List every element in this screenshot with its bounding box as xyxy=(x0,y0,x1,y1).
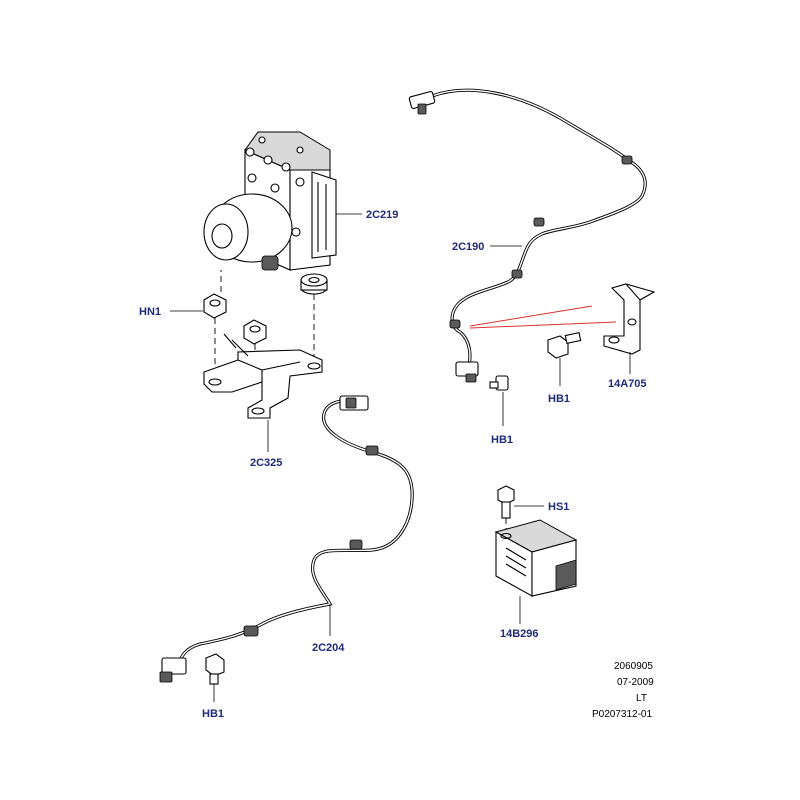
bolt-icon xyxy=(489,375,509,391)
abs-bracket xyxy=(203,333,323,419)
connector-icon xyxy=(408,90,436,115)
diagram-meta-code: 2060905 xyxy=(614,661,653,672)
diagram-meta-lt: LT xyxy=(636,693,647,704)
callout-14a705: 14A705 xyxy=(608,378,647,390)
wheel-sensor-head xyxy=(455,361,479,383)
highlight-line xyxy=(469,305,593,327)
sensor-bracket xyxy=(603,283,656,355)
callout-hb1-bracket: HB1 xyxy=(548,393,570,405)
callout-2c325: 2C325 xyxy=(250,457,282,469)
wheel-speed-sensor-cable-lower xyxy=(159,395,414,683)
highlight-line xyxy=(469,321,617,329)
callout-14b296: 14B296 xyxy=(500,628,539,640)
abs-modulator-unit xyxy=(203,131,337,295)
bolt-icon xyxy=(547,331,582,359)
grommet-icon xyxy=(300,273,328,295)
yaw-rate-sensor xyxy=(494,519,578,597)
diagram-meta-date: 07-2009 xyxy=(617,677,654,688)
callout-2c204: 2C204 xyxy=(312,642,345,654)
callout-2c190: 2C190 xyxy=(452,241,484,253)
bolt-icon xyxy=(205,653,225,685)
connector-icon xyxy=(339,395,369,411)
callout-2c219: 2C219 xyxy=(366,209,398,221)
hex-nut-icon xyxy=(203,293,227,319)
wheel-sensor-head xyxy=(159,657,187,683)
callout-hb1-lower: HB1 xyxy=(202,708,224,720)
diagram-meta-ref: P0207312-01 xyxy=(592,709,652,720)
hex-nut-icon xyxy=(243,319,267,345)
screw-icon xyxy=(497,485,515,519)
callout-hs1: HS1 xyxy=(548,501,569,513)
callout-hb1-sensor: HB1 xyxy=(491,434,513,446)
wheel-speed-sensor-cable-upper xyxy=(408,88,647,383)
callout-hn1: HN1 xyxy=(139,306,161,318)
